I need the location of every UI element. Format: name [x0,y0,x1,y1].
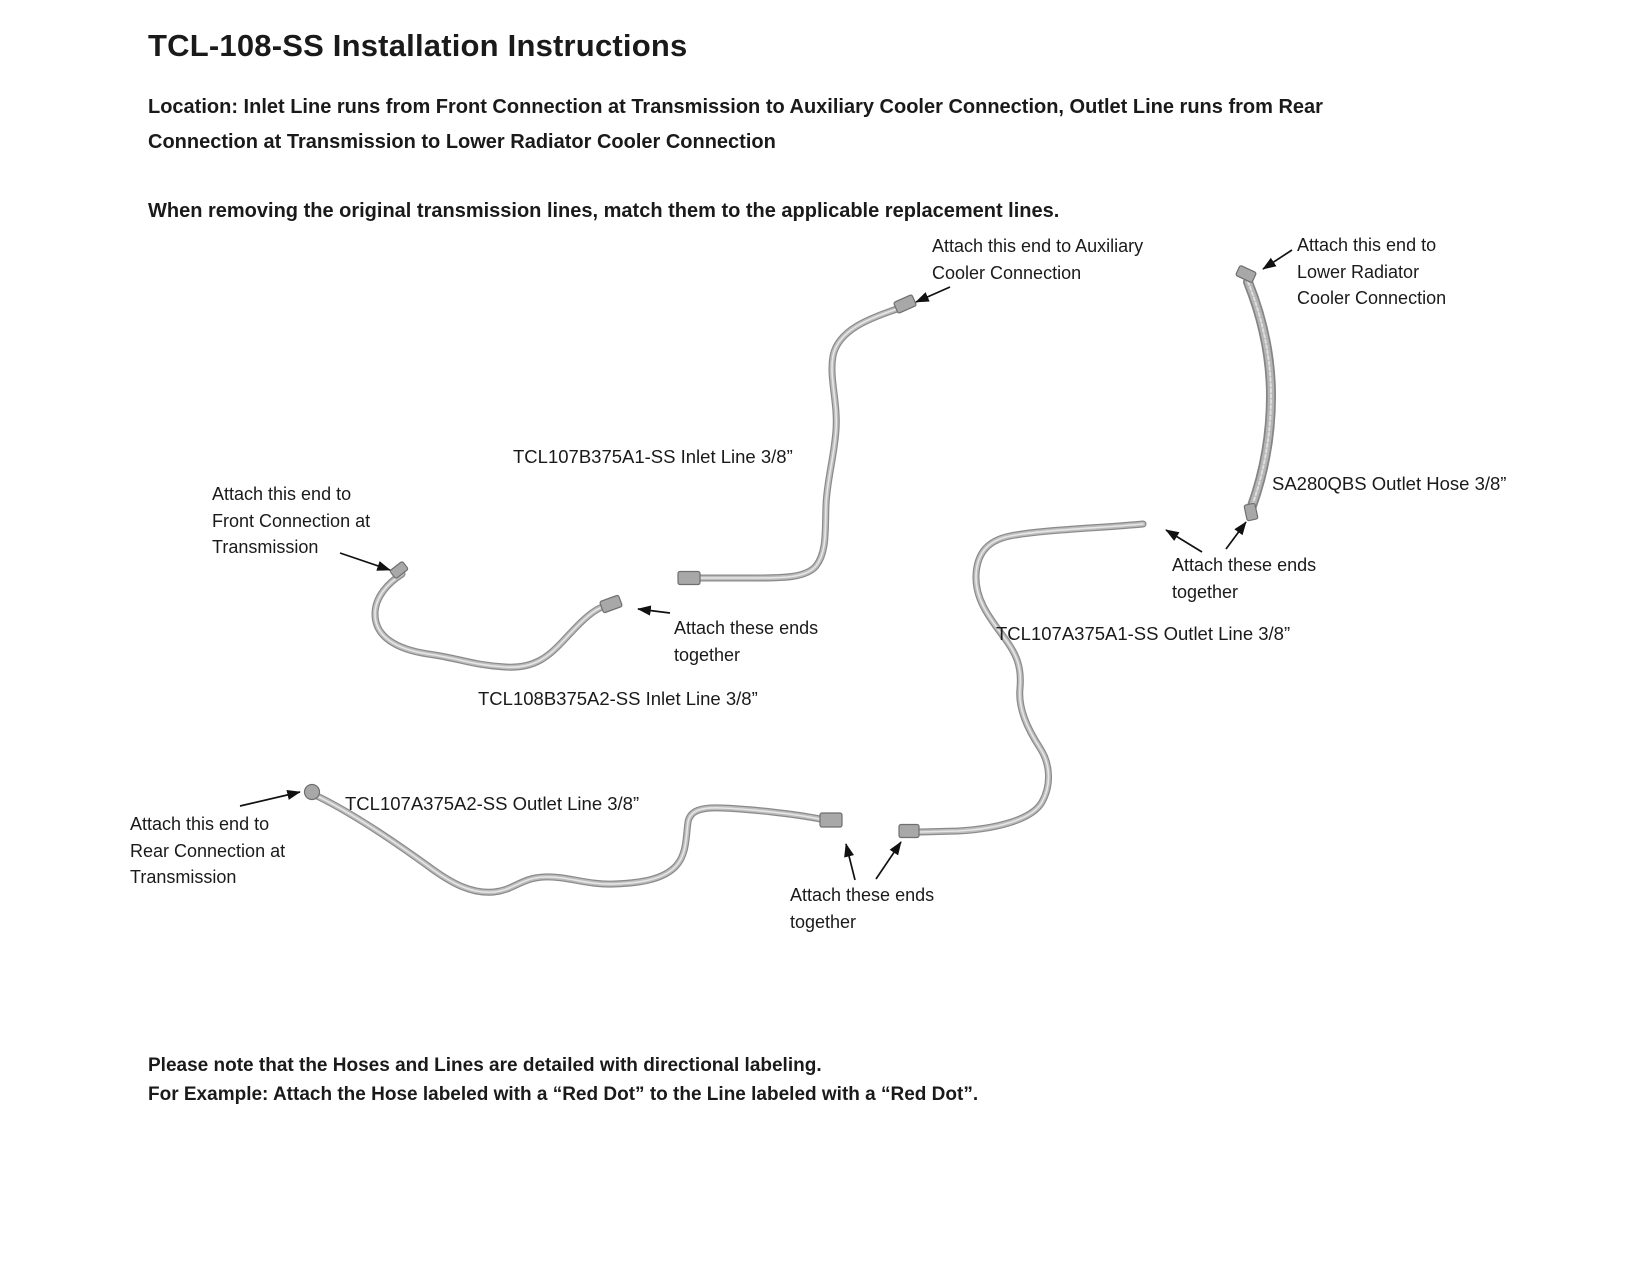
label-part-outlet-line-a1: TCL107A375A1-SS Outlet Line 3/8” [996,623,1291,644]
page-title: TCL-108-SS Installation Instructions [148,28,688,63]
arrow-to-lower-radiator-fitting [1262,249,1293,270]
arrow-to-front-connection-fitting [339,552,391,571]
label-part-outlet-line-a2: TCL107A375A2-SS Outlet Line 3/8” [345,793,640,814]
tube-outlet-line-a2 [303,783,843,896]
label-part-inlet-line-a2: TCL108B375A2-SS Inlet Line 3/8” [478,688,758,709]
label-attach-ends-right: Attach these ends together [1172,555,1317,602]
fitting-inlet-a1-join-end [677,570,701,586]
label-attach-lower-radiator: Attach this end to Lower Radiator Cooler… [1297,235,1447,308]
fitting-inlet-a1-auxiliary-end [893,294,917,314]
footer-note-line1: Please note that the Hoses and Lines are… [148,1055,822,1076]
fitting-inlet-a2-transmission-end [389,561,409,579]
arrow-to-outlet-line-a1-end [1165,529,1203,553]
location-paragraph: Location: Inlet Line runs from Front Con… [148,96,1323,153]
tube-inlet-line-a2 [371,561,623,671]
label-attach-ends-mid: Attach these ends together [674,618,819,665]
footer-note-line2: For Example: Attach the Hose labeled wit… [148,1084,979,1105]
label-attach-ends-bottom: Attach these ends together [790,885,935,932]
instruction-paragraph: When removing the original transmission … [148,200,1060,222]
fitting-outlet-a1-join-end [898,823,920,839]
label-part-inlet-line-a1: TCL107B375A1-SS Inlet Line 3/8” [513,446,793,467]
arrow-to-outlet-a1-join-end [875,841,902,880]
tube-outlet-line-a1 [898,520,1147,839]
arrow-to-auxiliary-fitting [915,286,951,303]
label-attach-front-connection: Attach this end to Front Connection at T… [212,484,371,557]
fitting-outlet-a2-transmission-end [303,783,321,801]
hose-outlet-sa280qbs [1235,265,1277,522]
arrow-to-rear-connection-fitting [239,789,301,807]
fitting-outlet-a2-join-end [819,812,843,828]
tube-inlet-line-a1 [677,294,917,586]
label-attach-rear-connection: Attach this end to Rear Connection at Tr… [130,814,286,887]
label-part-outlet-hose: SA280QBS Outlet Hose 3/8” [1272,473,1507,494]
fitting-hose-join-end [1243,502,1259,522]
arrow-to-outlet-a2-join-end [844,843,856,881]
fitting-inlet-a2-join-end [599,594,623,614]
arrow-to-hose-join-end [1225,521,1247,550]
annotation-arrows [239,249,1293,881]
arrow-to-inlet-join-fitting [637,605,671,616]
fitting-hose-radiator-end [1235,265,1257,283]
label-attach-auxiliary: Attach this end to Auxiliary Cooler Conn… [932,236,1144,283]
